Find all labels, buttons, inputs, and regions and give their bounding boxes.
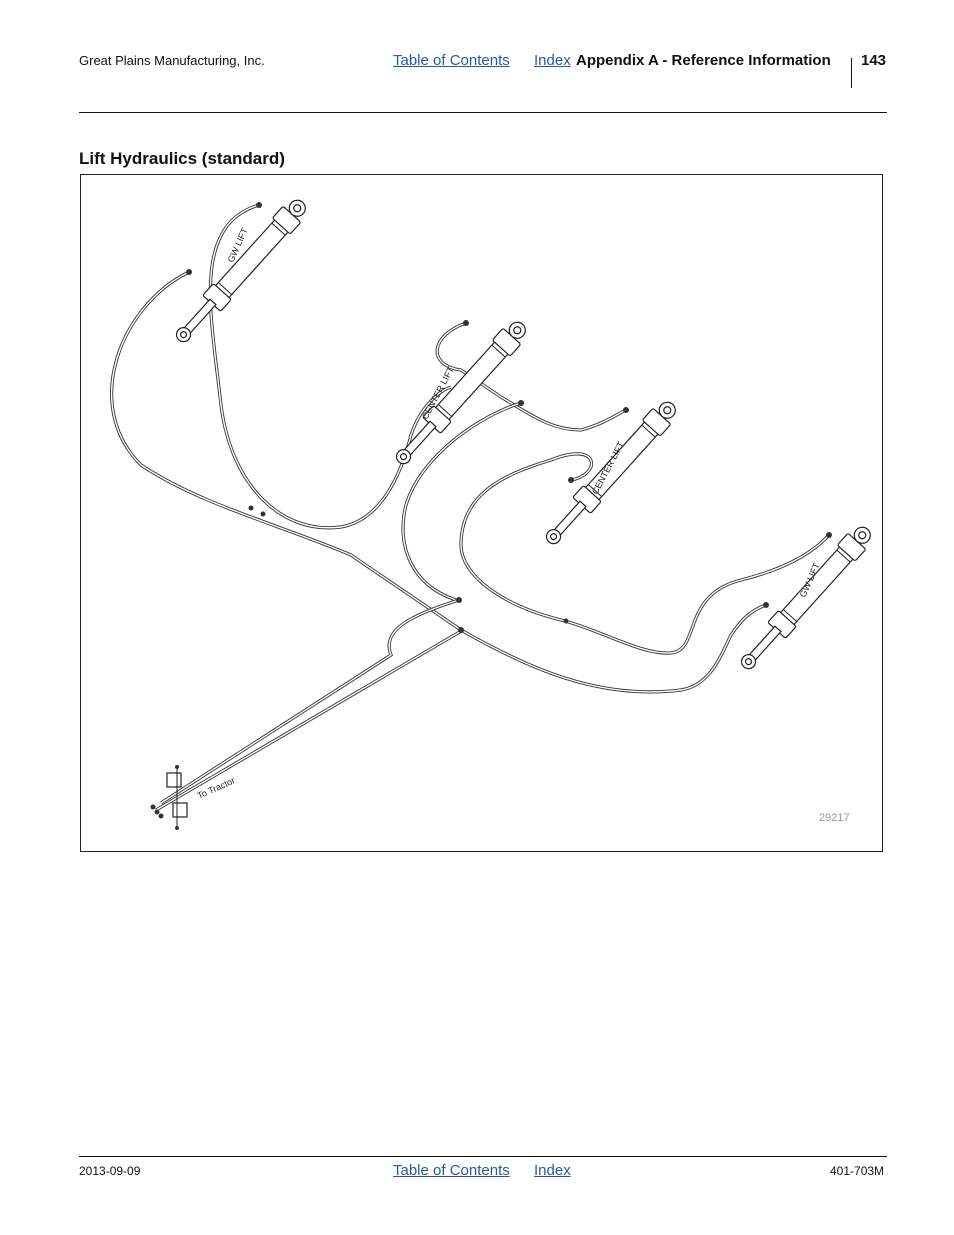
footer-date: 2013-09-09 [79,1164,141,1178]
hydraulic-diagram: GW LIFT CENTER LIFT CENTER LIFT GW LIFT [80,174,883,852]
page-number: 143 [861,52,887,69]
tractor-coupler-bracket [150,765,188,830]
header-rule [79,112,887,113]
footer-doc-number: 401-703M [830,1164,885,1178]
header-toc-link[interactable]: Table of Contents [393,52,510,69]
center-lift-cylinder-1 [389,315,533,471]
figure-number: 29217 [819,812,850,824]
company-name: Great Plains Manufacturing, Inc. [79,53,265,68]
page-title: Lift Hydraulics (standard) [79,149,285,168]
footer-rule [79,1156,887,1157]
footer-toc-link[interactable]: Table of Contents [393,1162,510,1179]
header-divider [851,58,852,88]
footer-index-link[interactable]: Index [534,1162,571,1179]
header-index-link[interactable]: Index [534,52,571,69]
section-title: Appendix A - Reference Information [576,52,831,69]
hydraulic-diagram-svg: GW LIFT CENTER LIFT CENTER LIFT GW LIFT [110,193,878,830]
to-tractor-label: To Tractor [196,775,237,800]
hose-fittings [186,202,832,633]
